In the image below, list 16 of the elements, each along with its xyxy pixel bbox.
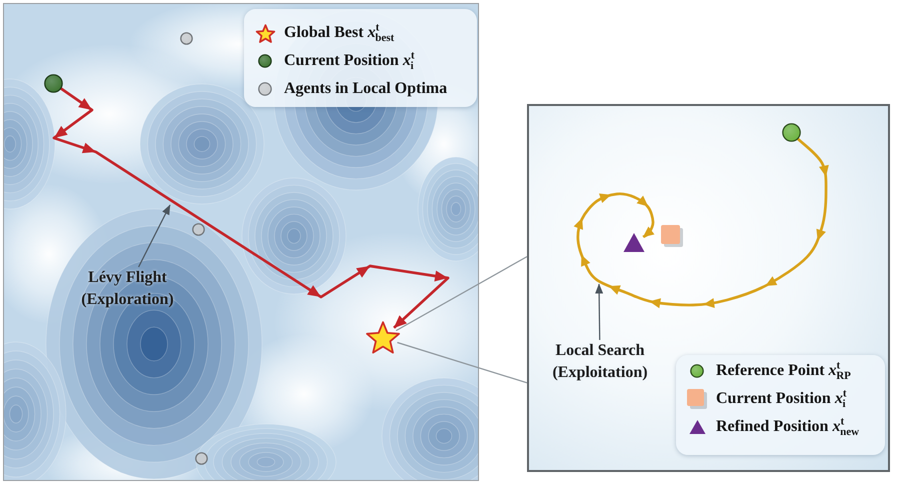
annotation-label: Lévy Flight (Exploration) bbox=[70, 267, 185, 311]
dot-icon bbox=[782, 122, 800, 142]
legend-label: Agents in Local Optima bbox=[284, 79, 448, 99]
zoom-panel bbox=[527, 104, 890, 472]
triangle-icon bbox=[623, 232, 645, 254]
dot-icon bbox=[194, 452, 208, 464]
dot-icon bbox=[44, 74, 62, 92]
dot-icon bbox=[180, 32, 192, 44]
dot-icon bbox=[192, 222, 204, 236]
star-icon bbox=[365, 320, 401, 356]
square-icon bbox=[661, 225, 683, 247]
annotation-label: Local Search (Exploitation) bbox=[546, 340, 654, 384]
leader-arrow bbox=[595, 284, 604, 340]
leader-arrow bbox=[138, 204, 171, 268]
zoom-line bbox=[396, 256, 528, 332]
zoom-line bbox=[397, 342, 528, 384]
